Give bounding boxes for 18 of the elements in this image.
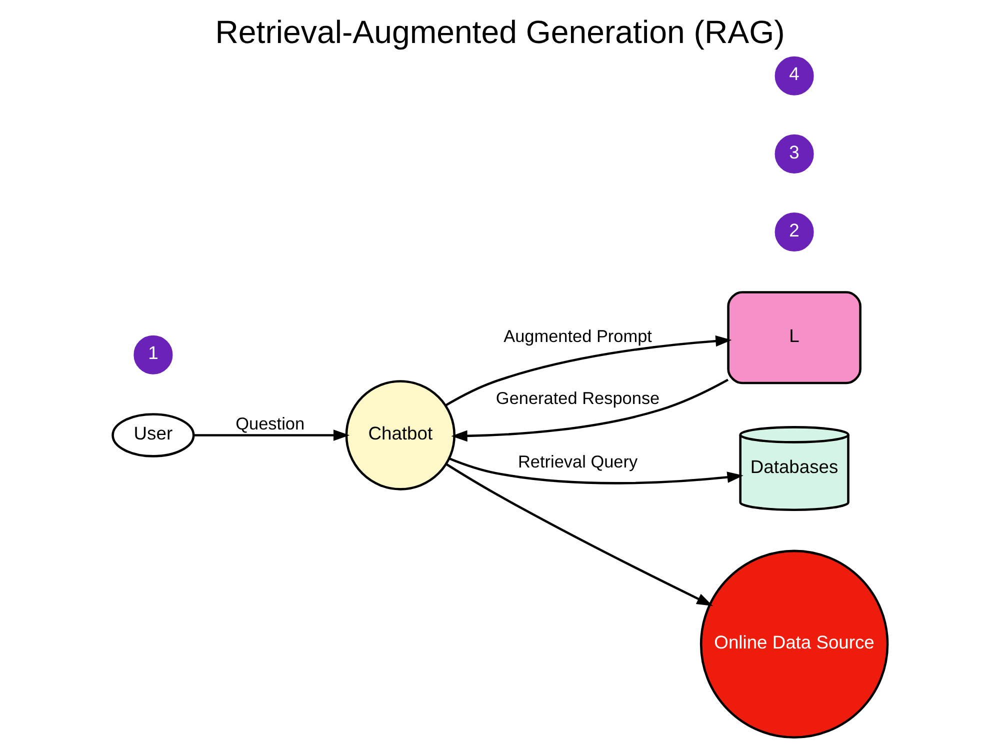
- diagram-title: Retrieval-Augmented Generation (RAG): [215, 14, 785, 50]
- arrow: [445, 463, 713, 606]
- node-box: L: [727, 291, 862, 384]
- edge-label: Question: [236, 413, 305, 434]
- edge-label: Augmented Prompt: [504, 326, 652, 346]
- arrow: [194, 430, 350, 441]
- arrow: [448, 457, 744, 484]
- edge-label: Retrieval Query: [518, 451, 638, 472]
- node-circle: 4: [774, 56, 814, 96]
- node-circle: Chatbot: [345, 380, 456, 490]
- node-circle: 1: [134, 335, 173, 374]
- edge-label: Generated Response: [496, 388, 660, 408]
- node-circle: 3: [774, 134, 814, 174]
- node-circle: Online Data Source: [700, 550, 889, 739]
- arrow: [445, 335, 732, 406]
- node-ellipse: User: [112, 413, 195, 458]
- node-circle: 2: [774, 212, 814, 252]
- arrow: [451, 378, 729, 442]
